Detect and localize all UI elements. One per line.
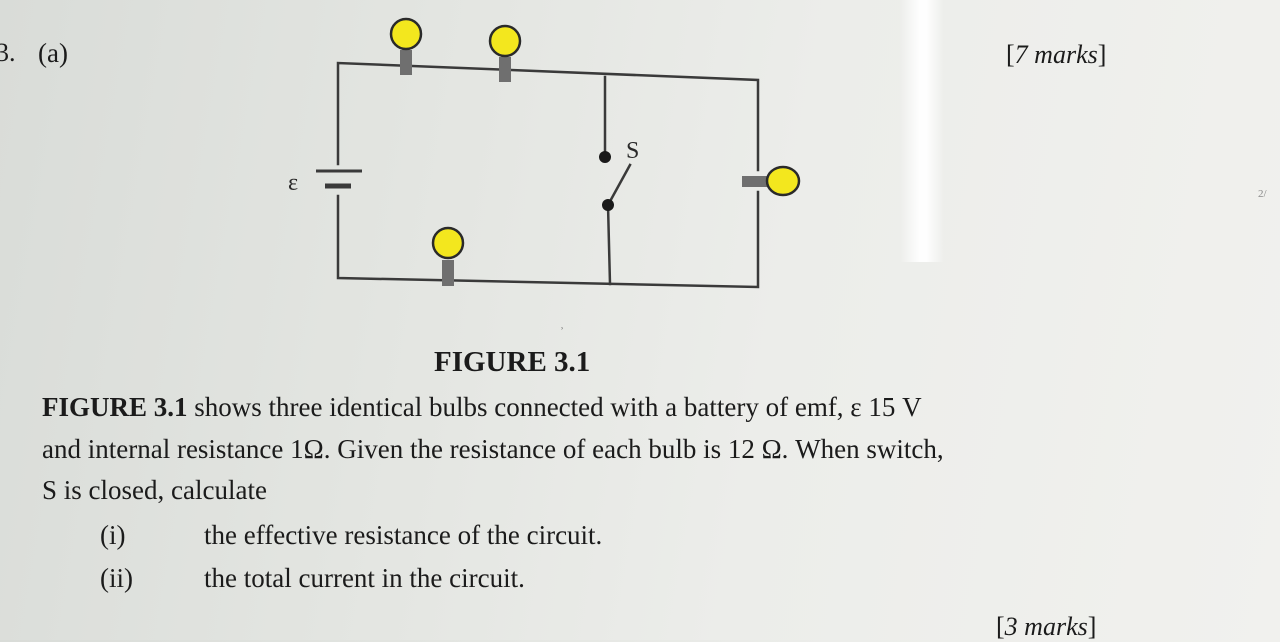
paragraph-line-3: S is closed, calculate [42, 475, 267, 505]
marks-part-b-text: 3 marks [1004, 612, 1088, 641]
item-i-text: the effective resistance of the circuit. [204, 520, 603, 550]
bulb-top-left [389, 17, 423, 75]
marks-part-a-text: 7 marks [1014, 40, 1098, 69]
marks-part-a: [7 marks] [1006, 40, 1107, 69]
switch-contact-top [599, 151, 611, 163]
emf-label: ε [288, 170, 298, 196]
paragraph-line-1: FIGURE 3.1 shows three identical bulbs c… [42, 392, 922, 423]
switch-blade [606, 163, 632, 207]
wire-left-top [336, 61, 760, 172]
wire-left-bottom [336, 190, 760, 289]
paragraph-line-2: and internal resistance 1Ω. Given the re… [42, 434, 944, 464]
bulb-top-middle [488, 24, 522, 82]
bulb-bottom [431, 226, 465, 286]
item-ii-number: (ii) [100, 563, 133, 593]
switch-label: S [626, 138, 639, 164]
item-i-number: (i) [100, 520, 126, 550]
light-glare [900, 0, 944, 262]
marks-part-b: [3 marks] [996, 612, 1097, 641]
bulb-right [742, 165, 801, 197]
line-1-text: shows three identical bulbs connected wi… [187, 392, 922, 422]
figure-caption: FIGURE 3.1 [434, 346, 591, 378]
switch-contact-bottom [602, 199, 614, 211]
question-number: 3. [0, 38, 16, 67]
question-part: (a) [38, 38, 68, 68]
item-ii-text: the total current in the circuit. [204, 563, 525, 593]
figure-reference: FIGURE 3.1 [42, 392, 188, 422]
stray-mark: ˒ [560, 319, 564, 333]
wire-switch-bottom [606, 203, 612, 286]
edge-mark: 2/ [1258, 188, 1267, 200]
